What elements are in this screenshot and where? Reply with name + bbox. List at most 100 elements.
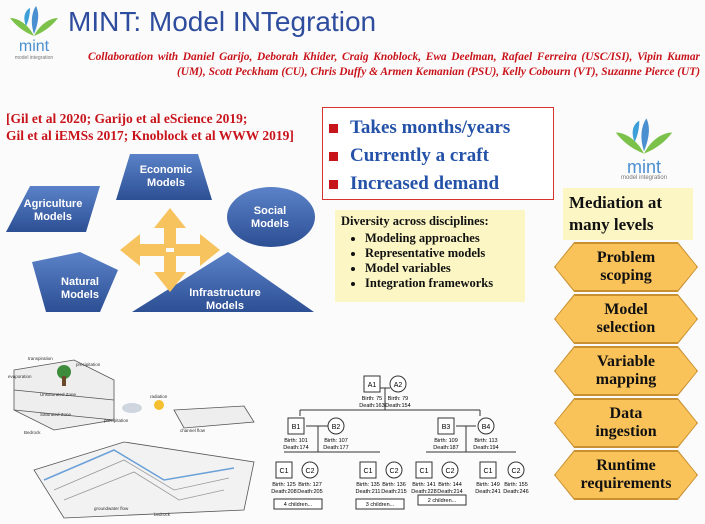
death-label: Death:177	[323, 445, 348, 451]
natural-shape	[32, 252, 118, 312]
collaboration-text: Collaboration with Daniel Garijo, Debora…	[88, 51, 700, 78]
bullet-square-icon	[329, 179, 338, 189]
tree-icon	[57, 365, 71, 379]
level-model-selection: Model selection	[555, 295, 697, 343]
list-item: Model variables	[365, 261, 519, 276]
hydro-label: precipitation	[104, 418, 129, 423]
level-data-ingestion: Data ingestion	[555, 399, 697, 447]
mint-logo-large: mint model integration	[606, 116, 682, 181]
hydro-label: groundwater flow	[94, 506, 129, 511]
person-female-node	[477, 417, 495, 435]
children-label: 4 children...	[284, 502, 313, 508]
death-label: Death:211	[356, 489, 381, 495]
birth-label: Birth: 109	[434, 438, 458, 444]
person-male-node	[415, 461, 433, 479]
node-id: C2	[446, 468, 455, 475]
node-id: B1	[292, 424, 301, 431]
children-box	[355, 498, 405, 510]
hydro-label: Bedrock	[24, 430, 41, 435]
person-male-node	[287, 417, 305, 435]
challenge-item: Takes months/years	[329, 114, 553, 142]
node-id: C1	[364, 468, 373, 475]
references: [Gil et al 2020; Garijo et al eScience 2…	[6, 110, 311, 144]
birth-label: Birth: 113	[474, 438, 497, 444]
death-label: Death:163	[359, 403, 384, 409]
level-problem-scoping: Problem scoping	[555, 243, 697, 291]
reference-line: Gil et al iEMSs 2017; Knoblock et al WWW…	[6, 128, 294, 143]
logo-subtext: model integration	[14, 55, 54, 61]
hydro-label: Unsaturated Zone	[40, 392, 77, 397]
mediation-heading: Mediation at many levels	[563, 188, 693, 240]
agriculture-shape	[6, 186, 100, 232]
person-male-node	[363, 375, 381, 393]
infrastructure-shape	[132, 252, 314, 312]
death-label: Death:174	[283, 445, 308, 451]
birth-label: Birth: 127	[298, 482, 322, 488]
list-item: Representative models	[365, 246, 519, 261]
person-male-node	[275, 461, 293, 479]
diversity-heading: Diversity across disciplines:	[341, 214, 489, 228]
diversity-box: Diversity across disciplines: Modeling a…	[335, 210, 525, 302]
node-id: C1	[484, 468, 493, 475]
hydro-label: bedrock	[154, 512, 171, 517]
node-id: B2	[332, 424, 341, 431]
birth-label: Birth: 155	[504, 482, 528, 488]
hydro-label: precipitation	[76, 362, 101, 367]
hydro-label: Saturated Zone	[40, 412, 72, 417]
person-female-node	[385, 461, 403, 479]
birth-label: Birth: 136	[382, 482, 406, 488]
death-label: Death:187	[433, 445, 458, 451]
death-label: Death:208	[271, 489, 296, 495]
person-female-node	[507, 461, 525, 479]
node-id: A2	[394, 382, 403, 389]
death-label: Death:241	[475, 489, 500, 495]
logo-text: mint	[18, 38, 50, 55]
list-item: Modeling approaches	[365, 231, 519, 246]
death-label: Death:205	[297, 489, 322, 495]
death-label: Death:154	[385, 403, 410, 409]
model-shapes-diagram	[6, 154, 315, 312]
challenge-item: Increased demand	[329, 170, 553, 198]
logo-subtext: model integration	[620, 175, 668, 181]
birth-label: Birth: 101	[284, 438, 308, 444]
children-label: 2 children...	[428, 498, 457, 504]
page-title: MINT: Model INTegration	[68, 6, 377, 37]
node-id: C2	[390, 468, 399, 475]
birth-label: Birth: 107	[324, 438, 348, 444]
node-id: A1	[368, 382, 377, 389]
children-label: 3 children...	[366, 502, 395, 508]
challenges-box: Takes months/years Currently a craft Inc…	[322, 107, 554, 200]
list-item: Integration frameworks	[365, 276, 519, 291]
natural-models-label: Natural Models	[61, 276, 99, 301]
bullet-square-icon	[329, 123, 338, 133]
person-female-node	[327, 417, 345, 435]
hydrology-illustration: transpiration precipitation evaporation …	[8, 356, 255, 519]
social-shape	[227, 187, 315, 247]
economic-models-label: Economic Models	[139, 164, 193, 189]
death-label: Death:215	[381, 489, 406, 495]
person-male-node	[359, 461, 377, 479]
economic-shape	[116, 154, 212, 200]
birth-label: Birth: 144	[438, 482, 462, 488]
challenge-item: Currently a craft	[329, 142, 553, 170]
mint-logo: mint model integration	[6, 4, 62, 64]
death-label: Death:194	[473, 445, 498, 451]
person-male-node	[437, 417, 455, 435]
logo-text: mint	[626, 157, 661, 177]
four-way-arrow-icon	[120, 208, 220, 292]
death-label: Death:214	[437, 489, 462, 495]
node-id: C2	[306, 468, 315, 475]
birth-label: Birth: 149	[476, 482, 500, 488]
diversity-list: Modeling approaches Representative model…	[341, 231, 519, 291]
person-female-node	[441, 461, 459, 479]
hydro-label: transpiration	[28, 356, 53, 361]
node-id: C1	[420, 468, 429, 475]
node-id: B3	[442, 424, 451, 431]
birth-label: Birth: 141	[412, 482, 436, 488]
bullet-square-icon	[329, 151, 338, 161]
birth-label: Birth: 125	[272, 482, 296, 488]
birth-label: Birth: 79	[388, 396, 408, 402]
leaf-icon	[615, 118, 673, 154]
children-box	[273, 498, 323, 510]
